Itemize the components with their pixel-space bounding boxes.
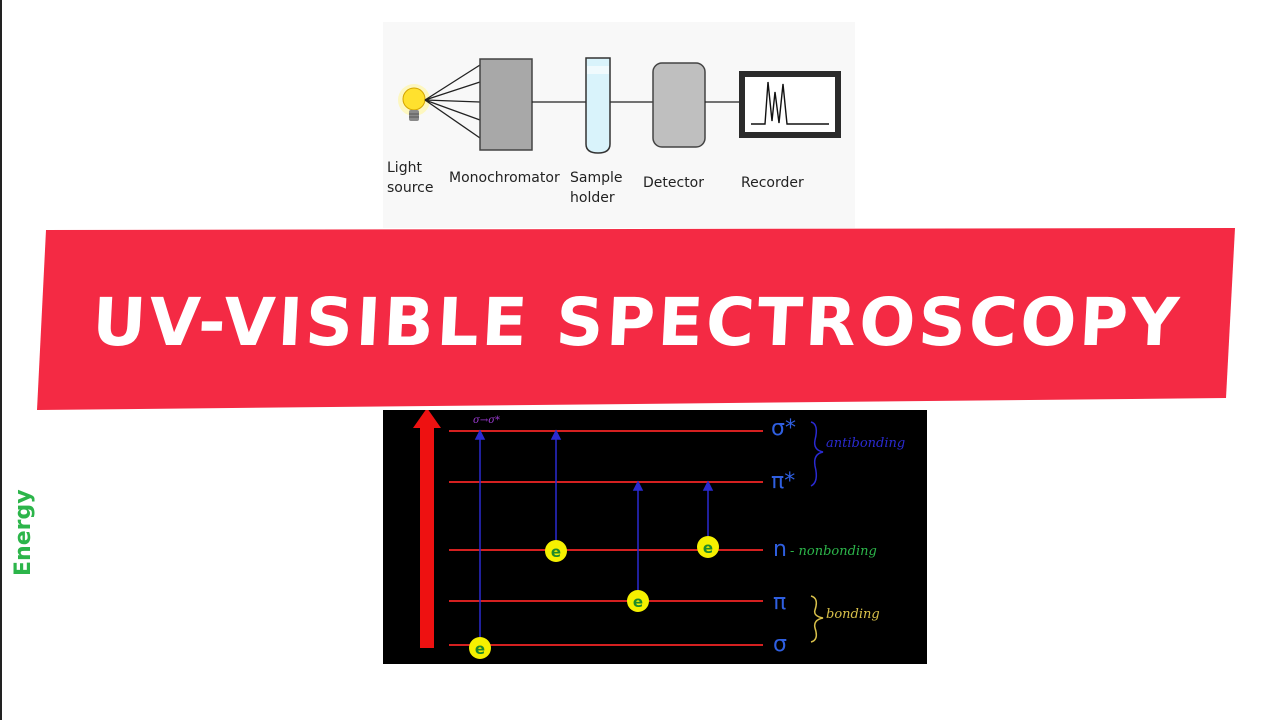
nonbonding-annotation: - nonbonding — [790, 544, 877, 559]
bonding-annotation: bonding — [826, 607, 880, 622]
level-label-sigma: σ — [773, 632, 787, 657]
recorder-screen — [739, 71, 841, 138]
level-label-pi: π — [773, 590, 787, 615]
bonding-brace — [810, 595, 824, 643]
page-edge-line — [0, 0, 2, 720]
electron-sigma: e — [469, 637, 491, 659]
monochromator-box — [479, 58, 533, 151]
electron-n-left: e — [545, 540, 567, 562]
electron-label: e — [633, 593, 643, 611]
monochromator-label: Monochromator — [449, 170, 560, 186]
recorder-label: Recorder — [741, 175, 804, 191]
transition-arrowhead — [550, 429, 562, 440]
light-source-label: Light source — [387, 160, 434, 196]
transition-arrowhead — [474, 429, 486, 440]
level-label-pi-star: π* — [771, 469, 796, 494]
banner-title: UV-VISIBLE SPECTROSCOPY — [90, 284, 1184, 361]
sample-holder-label: Sample holder — [570, 170, 623, 206]
level-label-sigma-star: σ* — [771, 416, 796, 441]
energy-level-diagram: e e e e σ* π* n π σ antibonding - nonbon… — [383, 410, 927, 664]
electron-label: e — [475, 640, 485, 658]
instrument-schematic: Light source Monochromator Sample holder… — [383, 22, 855, 228]
light-rays — [424, 64, 481, 139]
energy-axis-arrow — [413, 410, 441, 648]
antibonding-annotation: antibonding — [826, 436, 906, 451]
electron-n-right: e — [697, 536, 719, 558]
antibonding-brace — [810, 421, 824, 487]
electron-pi: e — [627, 590, 649, 612]
electron-label: e — [551, 543, 561, 561]
energy-drawing: e e e e — [413, 410, 824, 659]
transition-arrowhead — [632, 480, 644, 491]
detector-box — [652, 62, 706, 148]
energy-axis-label: Energy — [11, 489, 36, 576]
sample-tube — [585, 57, 611, 154]
level-label-n: n — [773, 537, 787, 562]
instrument-drawing — [398, 57, 841, 154]
electron-label: e — [703, 539, 713, 557]
detector-label: Detector — [643, 175, 705, 191]
light-bulb-icon — [398, 84, 430, 121]
transition-arrowhead — [702, 480, 714, 491]
transition-annotation: σ→σ* — [473, 415, 501, 426]
